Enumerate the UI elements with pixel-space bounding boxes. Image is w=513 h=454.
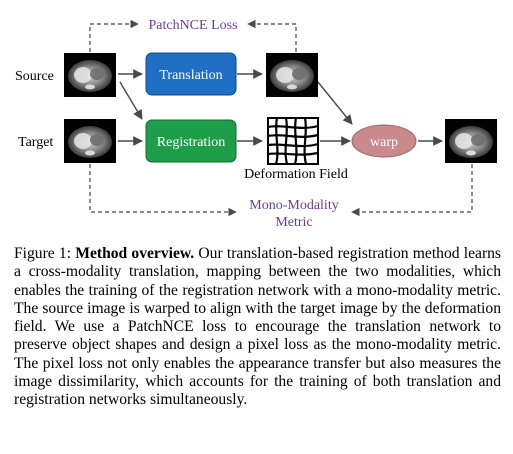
deformation-field-grid	[267, 117, 319, 165]
registration-box	[145, 119, 237, 163]
translation-label: Translation	[159, 68, 222, 83]
registration-label: Registration	[157, 135, 225, 150]
warp-node	[351, 124, 417, 158]
flow-arrows	[118, 69, 443, 146]
patchnce-loss-label: PatchNCE Loss	[148, 18, 237, 33]
mono-modality-label-line1: Mono-Modality	[249, 198, 338, 213]
method-overview-diagram: PatchNCE Loss Source Target Translation …	[15, 18, 497, 230]
source-label: Source	[15, 69, 54, 84]
source-image	[64, 53, 116, 97]
patchnce-loss-loop	[89, 19, 297, 52]
figure-caption: Figure 1: Method overview. Our translati…	[14, 245, 501, 410]
target-image	[64, 119, 116, 163]
mono-modality-metric-loop	[89, 164, 473, 217]
caption-body: Our translation-based registration metho…	[14, 245, 501, 409]
warp-label: warp	[370, 135, 398, 150]
deformation-field-label: Deformation Field	[244, 167, 348, 182]
caption-title: Method overview.	[75, 245, 195, 262]
translation-box	[145, 52, 237, 96]
target-label: Target	[18, 135, 53, 150]
mono-modality-label-line2: Metric	[275, 215, 312, 230]
translated-image	[266, 53, 318, 97]
figure-number: Figure 1:	[14, 245, 72, 262]
warped-output-image	[445, 119, 497, 163]
